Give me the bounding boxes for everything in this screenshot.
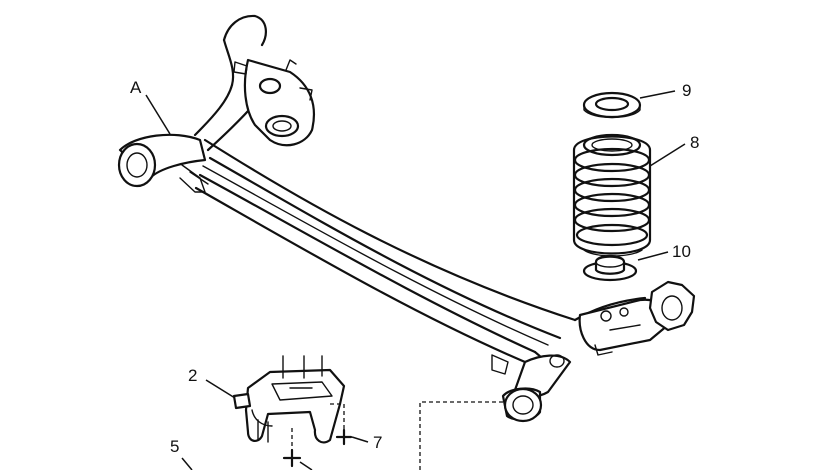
pivot-bolt xyxy=(419,401,503,470)
callout-label-7: 7 xyxy=(373,433,382,452)
callout-label-2: 2 xyxy=(188,366,197,385)
callout-label-9: 9 xyxy=(682,81,691,100)
spring-lower-seat xyxy=(582,254,638,282)
bracket-bolt xyxy=(282,403,353,468)
axle-mounting-bracket xyxy=(232,355,346,444)
callout-label-10: 10 xyxy=(672,242,691,261)
callout-leaders xyxy=(145,90,686,471)
coil-spring xyxy=(572,133,652,257)
callout-label-5: 5 xyxy=(170,437,179,456)
rear-axle-beam xyxy=(117,14,696,423)
spring-upper-seat xyxy=(582,91,642,119)
callout-label-8: 8 xyxy=(690,133,699,152)
callout-label-a: A xyxy=(130,78,142,97)
